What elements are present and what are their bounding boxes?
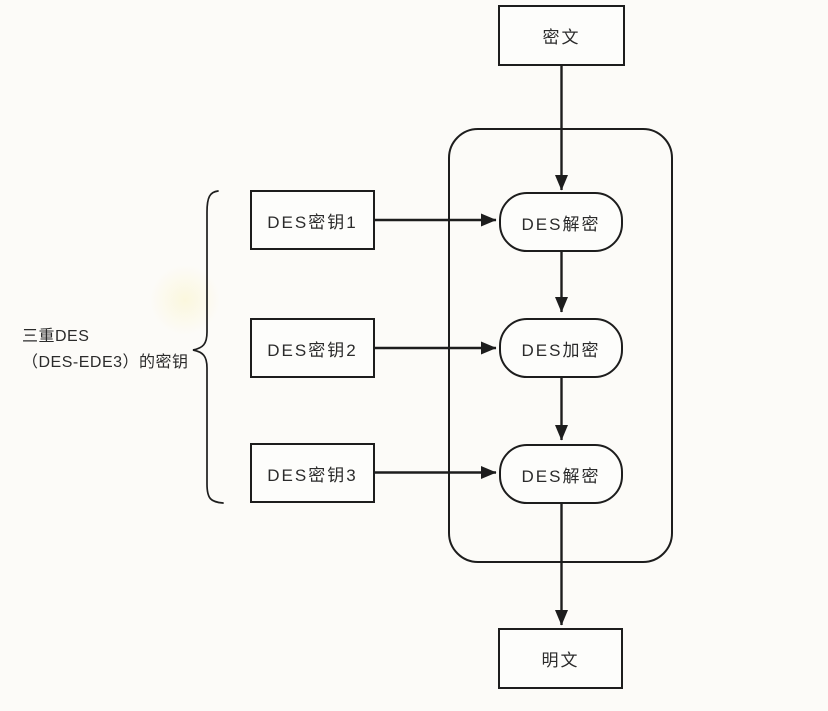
node-des-key-1: DES密钥1 <box>250 190 375 250</box>
node-des-key-2: DES密钥2 <box>250 318 375 378</box>
node-ciphertext: 密文 <box>498 5 625 66</box>
node-plaintext: 明文 <box>498 628 623 689</box>
brace-label-line2: （DES-EDE3）的密钥 <box>22 354 189 371</box>
node-des-encrypt: DES加密 <box>499 318 623 378</box>
keys-group-brace <box>192 190 224 504</box>
node-des-decrypt-2: DES解密 <box>499 444 623 504</box>
brace-label: 三重DES （DES-EDE3）的密钥 <box>22 324 189 376</box>
brace-label-line1: 三重DES <box>22 328 90 345</box>
node-des-key-3: DES密钥3 <box>250 443 375 503</box>
node-des-decrypt-1: DES解密 <box>499 192 623 252</box>
